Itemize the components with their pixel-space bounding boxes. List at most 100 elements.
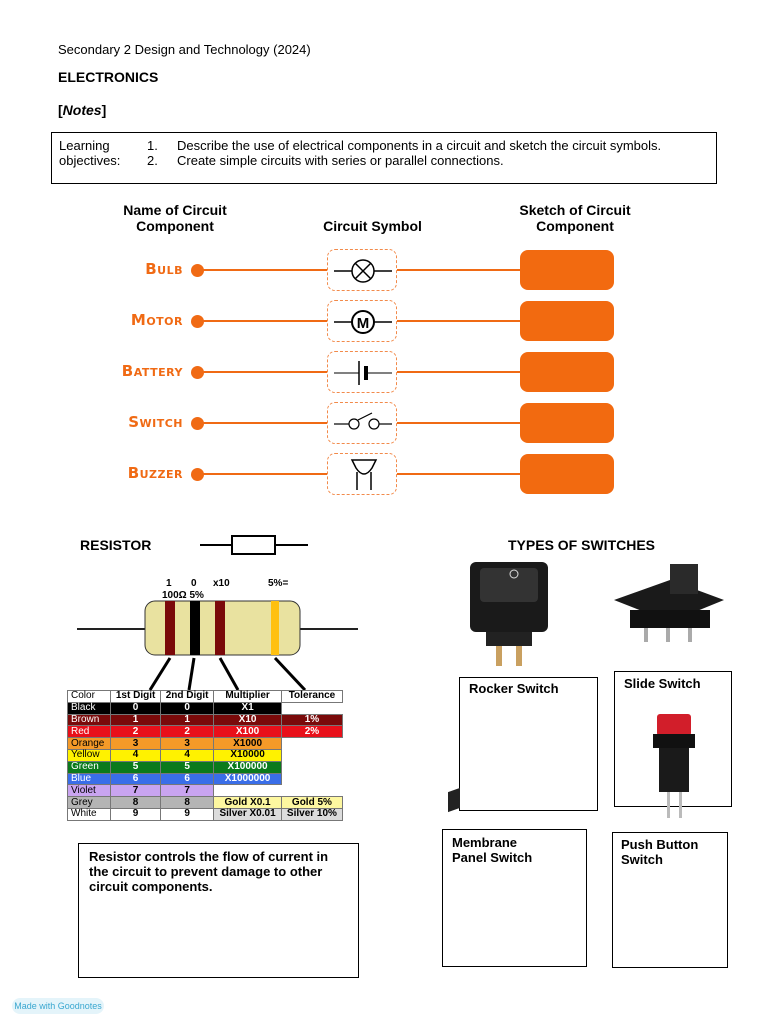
table-cell: Gold 5% bbox=[280, 796, 344, 809]
table-cell: 3 bbox=[110, 737, 161, 750]
table-cell bbox=[213, 784, 282, 797]
connector-dot bbox=[191, 315, 204, 328]
table-cell: 0 bbox=[159, 701, 215, 715]
table-cell: 6 bbox=[159, 772, 215, 786]
goodnotes-watermark: Made with Goodnotes bbox=[12, 998, 104, 1014]
component-sketch-image bbox=[520, 301, 614, 341]
col-sketch-header: Sketch of Circuit Component bbox=[519, 202, 631, 234]
table-cell: 2 bbox=[110, 725, 161, 739]
resistor-symbol-icon bbox=[200, 535, 308, 555]
table-cell: X1 bbox=[213, 701, 282, 715]
table-cell: Grey bbox=[66, 796, 112, 809]
objective-1: 1.Describe the use of electrical compone… bbox=[147, 138, 662, 153]
push-button-switch-label: Push Button Switch bbox=[621, 837, 699, 867]
connector-line bbox=[200, 269, 328, 271]
table-cell: 9 bbox=[159, 807, 215, 821]
table-cell: Green bbox=[66, 760, 112, 774]
table-cell: Silver X0.01 bbox=[213, 807, 282, 821]
connector-line bbox=[397, 422, 521, 424]
table-cell: 6 bbox=[110, 772, 161, 786]
resistor-description-box: Resistor controls the flow of current in… bbox=[78, 843, 359, 978]
table-cell: 5 bbox=[110, 760, 161, 774]
component-sketch-image bbox=[520, 352, 614, 392]
resistor-description: Resistor controls the flow of current in… bbox=[89, 849, 329, 894]
table-cell: Silver 10% bbox=[280, 807, 344, 821]
table-cell: Violet bbox=[66, 784, 112, 798]
learning-objectives-box: Learning objectives: 1.Describe the use … bbox=[51, 132, 717, 184]
component-sketch-image bbox=[520, 454, 614, 494]
switch-symbol-icon bbox=[334, 412, 392, 430]
table-cell: Blue bbox=[66, 772, 112, 786]
resistor-title: RESISTOR bbox=[80, 537, 152, 553]
bulb-symbol-icon bbox=[334, 259, 392, 283]
table-cell: X10 bbox=[213, 713, 282, 727]
connector-dot bbox=[191, 264, 204, 277]
symbol-box: M bbox=[327, 300, 397, 342]
col-name-header: Name of Circuit Component bbox=[123, 202, 227, 234]
table-cell bbox=[281, 702, 343, 715]
connector-dot bbox=[191, 366, 204, 379]
membrane-switch-label: Membrane Panel Switch bbox=[452, 835, 533, 865]
table-cell: 4 bbox=[110, 748, 161, 762]
table-cell: 0 bbox=[110, 701, 161, 715]
slide-switch-label: Slide Switch bbox=[624, 676, 701, 691]
objectives-label: Learning objectives: bbox=[59, 138, 121, 168]
connector-line bbox=[200, 320, 328, 322]
connector-line bbox=[397, 269, 521, 271]
page-title: ELECTRONICS bbox=[58, 69, 159, 85]
membrane-switch-box: Membrane Panel Switch bbox=[442, 829, 587, 967]
table-cell: X1000000 bbox=[213, 772, 282, 786]
table-header-cell: Color bbox=[66, 690, 112, 703]
table-cell bbox=[281, 761, 343, 774]
push-button-switch-box: Push Button Switch bbox=[612, 832, 728, 968]
table-cell: 4 bbox=[159, 748, 215, 762]
component-name: Motor bbox=[130, 311, 183, 329]
table-cell: Gold X0.1 bbox=[213, 796, 282, 809]
band-label-2: 0 bbox=[191, 578, 197, 589]
resistor-value-label: 100Ω 5% bbox=[162, 590, 204, 601]
band-label-3: x10 bbox=[213, 578, 230, 589]
table-cell: X100000 bbox=[213, 760, 282, 774]
band-label-1: 1 bbox=[166, 578, 172, 589]
connector-dot bbox=[191, 468, 204, 481]
table-header-cell: Multiplier bbox=[213, 690, 282, 703]
table-cell: 5 bbox=[159, 760, 215, 774]
table-cell: 7 bbox=[110, 784, 161, 798]
motor-symbol-letter: M bbox=[357, 315, 370, 332]
component-sketch-image bbox=[520, 250, 614, 290]
table-cell: X1000 bbox=[213, 737, 282, 750]
connector-line bbox=[397, 371, 521, 373]
table-cell: Brown bbox=[66, 713, 112, 727]
table-cell: Red bbox=[66, 725, 112, 739]
battery-symbol-icon bbox=[334, 361, 392, 385]
rocker-switch-label: Rocker Switch bbox=[469, 681, 559, 696]
table-cell bbox=[281, 749, 343, 762]
objective-2: 2.Create simple circuits with series or … bbox=[147, 153, 504, 168]
component-sketch-image bbox=[520, 403, 614, 443]
connector-line bbox=[200, 422, 328, 424]
table-header-cell: Tolerance bbox=[280, 690, 344, 703]
connector-line bbox=[397, 473, 521, 475]
table-cell: 9 bbox=[110, 807, 161, 821]
band-label-4: 5%= bbox=[268, 578, 289, 589]
table-cell: 8 bbox=[159, 796, 215, 809]
table-cell: Black bbox=[66, 701, 112, 715]
table-cell: X100 bbox=[213, 725, 282, 739]
switches-title: TYPES OF SWITCHES bbox=[508, 537, 656, 553]
symbol-box bbox=[327, 249, 397, 291]
connector-line bbox=[200, 371, 328, 373]
table-cell: 7 bbox=[159, 784, 215, 798]
table-cell: 1% bbox=[280, 713, 344, 727]
table-header-cell: 1st Digit bbox=[110, 690, 161, 703]
table-cell: X10000 bbox=[213, 748, 282, 762]
col-symbol-header: Circuit Symbol bbox=[323, 218, 422, 234]
